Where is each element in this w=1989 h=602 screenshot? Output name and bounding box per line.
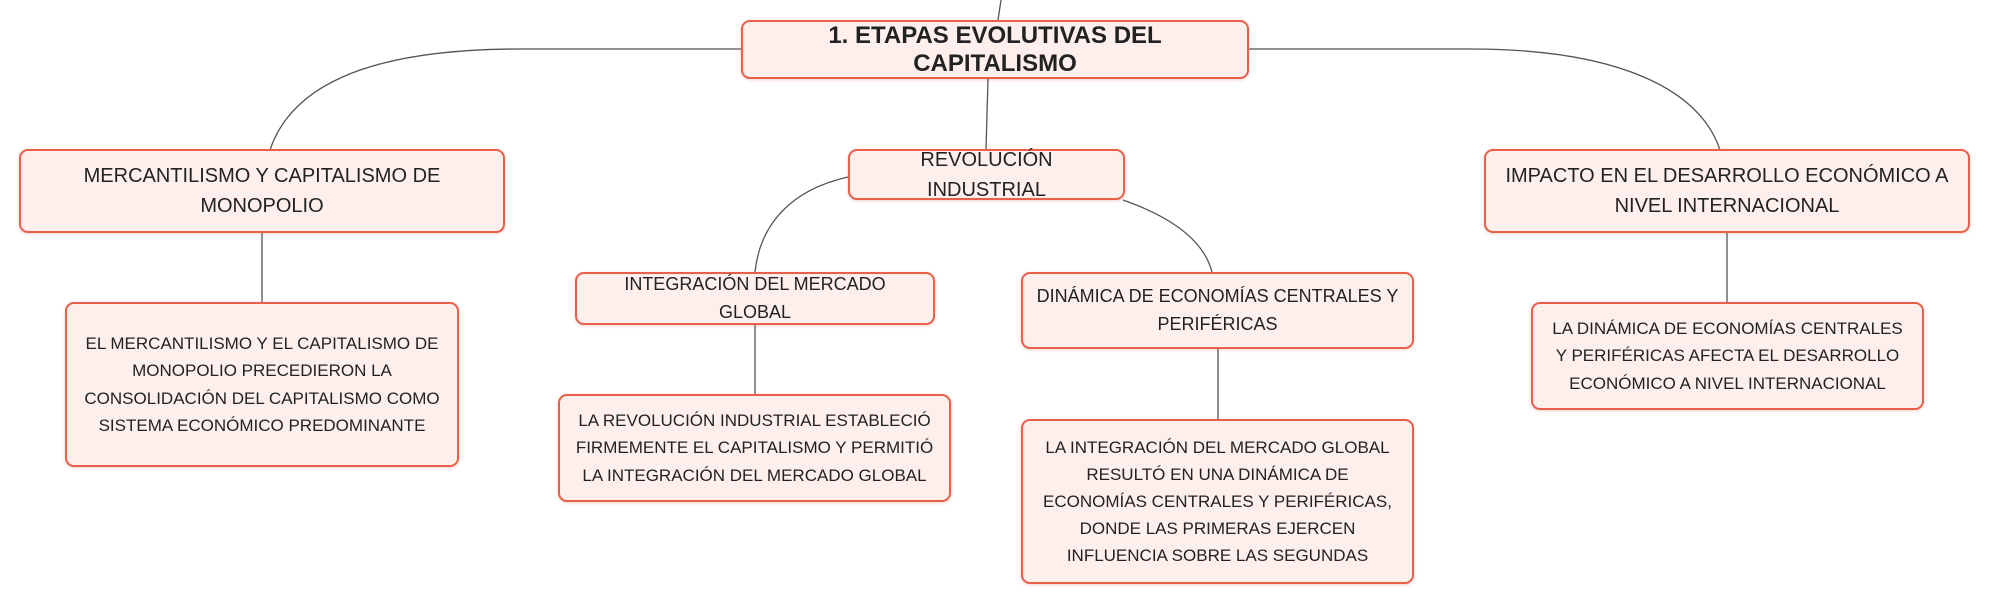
detail-mercantilismo-text: EL MERCANTILISMO Y EL CAPITALISMO DE MON… bbox=[84, 334, 440, 435]
connector-root-to-impacto bbox=[1249, 48, 1721, 151]
detail-integracion-mercado-text: LA REVOLUCIÓN INDUSTRIAL ESTABLECIÓ FIRM… bbox=[575, 411, 934, 485]
detail-mercantilismo[interactable]: EL MERCANTILISMO Y EL CAPITALISMO DE MON… bbox=[65, 302, 459, 467]
connector-revolucion-to-dinamica bbox=[1122, 199, 1213, 273]
topic-revolucion-industrial[interactable]: REVOLUCIÓN INDUSTRIAL bbox=[848, 149, 1125, 201]
connector-root-to-revolucion bbox=[985, 78, 989, 150]
topic-impacto[interactable]: IMPACTO EN EL DESARROLLO ECONÓMICO A NIV… bbox=[1484, 149, 1970, 233]
subtopic-integracion-mercado-label: INTEGRACIÓN DEL MERCADO GLOBAL bbox=[624, 273, 886, 322]
topic-mercantilismo[interactable]: MERCANTILISMO Y CAPITALISMO DE MONOPOLIO bbox=[19, 149, 505, 233]
connector-top-stub bbox=[997, 0, 1002, 21]
detail-dinamica-economias[interactable]: LA INTEGRACIÓN DEL MERCADO GLOBAL RESULT… bbox=[1021, 419, 1414, 584]
detail-dinamica-economias-text: LA INTEGRACIÓN DEL MERCADO GLOBAL RESULT… bbox=[1043, 437, 1392, 566]
subtopic-dinamica-economias[interactable]: DINÁMICA DE ECONOMÍAS CENTRALES Y PERIFÉ… bbox=[1021, 272, 1414, 349]
root-topic-node[interactable]: 1. ETAPAS EVOLUTIVAS DEL CAPITALISMO bbox=[741, 20, 1249, 79]
root-topic-label: 1. ETAPAS EVOLUTIVAS DEL CAPITALISMO bbox=[828, 21, 1162, 77]
subtopic-integracion-mercado[interactable]: INTEGRACIÓN DEL MERCADO GLOBAL bbox=[575, 272, 935, 325]
topic-impacto-label: IMPACTO EN EL DESARROLLO ECONÓMICO A NIV… bbox=[1505, 165, 1949, 217]
connector-revolucion-to-integracion bbox=[754, 176, 849, 273]
topic-mercantilismo-label: MERCANTILISMO Y CAPITALISMO DE MONOPOLIO bbox=[83, 165, 441, 217]
topic-revolucion-industrial-label: REVOLUCIÓN INDUSTRIAL bbox=[920, 148, 1053, 201]
detail-impacto-text: LA DINÁMICA DE ECONOMÍAS CENTRALES Y PER… bbox=[1552, 319, 1903, 393]
subtopic-dinamica-economias-label: DINÁMICA DE ECONOMÍAS CENTRALES Y PERIFÉ… bbox=[1036, 285, 1399, 334]
detail-impacto[interactable]: LA DINÁMICA DE ECONOMÍAS CENTRALES Y PER… bbox=[1531, 302, 1924, 410]
detail-integracion-mercado[interactable]: LA REVOLUCIÓN INDUSTRIAL ESTABLECIÓ FIRM… bbox=[558, 394, 951, 502]
connector-root-to-mercantilismo bbox=[269, 48, 741, 151]
